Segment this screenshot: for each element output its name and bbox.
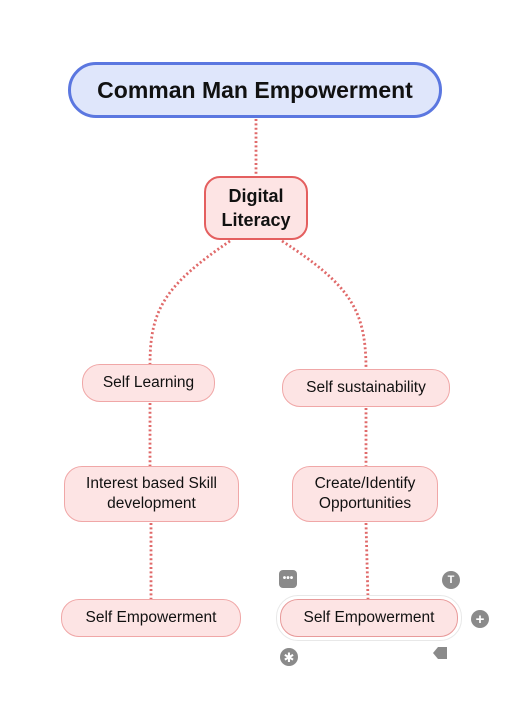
root-node-label: Comman Man Empowerment [97, 76, 413, 103]
node-self-learning[interactable]: Self Learning [82, 364, 215, 402]
tag-icon-shape [433, 647, 447, 659]
node-self-sustainability[interactable]: Self sustainability [282, 369, 450, 407]
central-node-label: Digital Literacy [221, 186, 291, 230]
node-self-empowerment-left[interactable]: Self Empowerment [61, 599, 241, 637]
connector-create-self-empowerment [364, 522, 370, 600]
central-node-digital-literacy[interactable]: Digital Literacy [204, 176, 308, 240]
text-icon[interactable]: T [442, 571, 460, 589]
node-create-identify-opportunities[interactable]: Create/Identify Opportunities [292, 466, 438, 522]
more-icon[interactable]: ••• [279, 570, 297, 588]
node-label: Self Learning [102, 374, 195, 391]
selection-outline [276, 595, 462, 641]
node-label: Self Empowerment [85, 609, 217, 626]
node-label: Self Empowerment [303, 609, 435, 626]
add-icon[interactable]: + [471, 610, 489, 628]
tag-icon[interactable] [432, 646, 448, 660]
star-icon[interactable]: ✱ [280, 648, 298, 666]
node-label: Interest based Skill development [86, 475, 217, 512]
node-interest-based-skill-development[interactable]: Interest based Skill development [64, 466, 239, 522]
connector-central-self-sustainability [281, 239, 368, 370]
root-node[interactable]: Comman Man Empowerment [68, 62, 442, 118]
connector-central-self-learning [148, 239, 231, 365]
node-label: Self sustainability [306, 379, 426, 396]
node-label: Create/Identify Opportunities [314, 475, 416, 512]
node-self-empowerment-right[interactable]: Self Empowerment [280, 599, 458, 637]
